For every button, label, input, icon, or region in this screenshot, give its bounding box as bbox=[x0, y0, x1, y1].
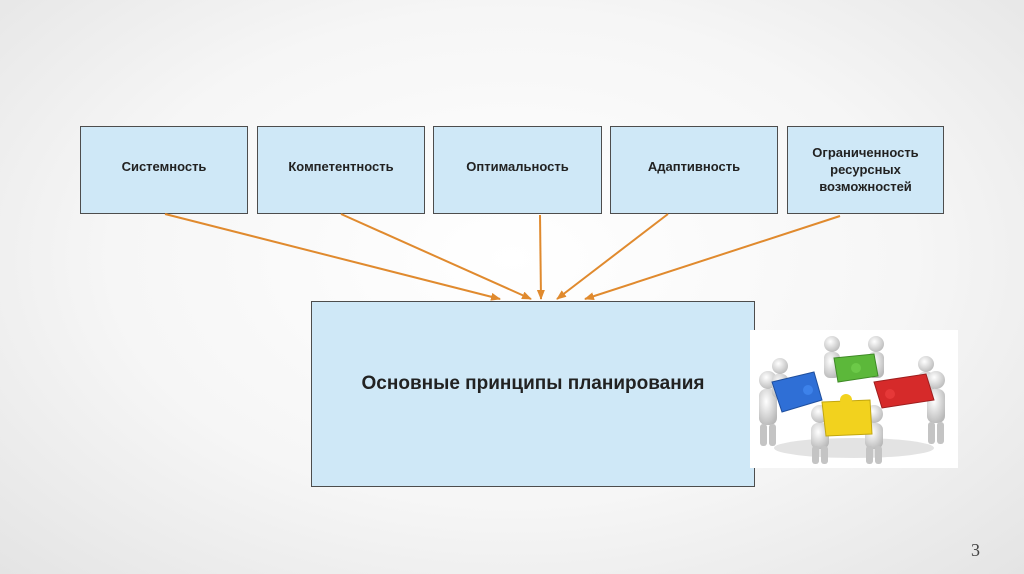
principle-label: Системность bbox=[121, 158, 207, 174]
arrow-5 bbox=[584, 215, 841, 301]
principle-label: Оптимальность bbox=[466, 158, 569, 174]
arrow-2 bbox=[340, 213, 532, 300]
red-puzzle-piece bbox=[873, 373, 935, 409]
principle-box-kompetentnost: Компетентность bbox=[257, 126, 425, 214]
principle-box-optimalnost: Оптимальность bbox=[433, 126, 602, 214]
principle-box-systemnost: Системность bbox=[80, 126, 248, 214]
main-title: Основные принципы планирования bbox=[361, 373, 705, 394]
arrow-4 bbox=[556, 213, 669, 300]
blue-puzzle-piece bbox=[771, 371, 823, 413]
principle-label: Компетентность bbox=[288, 158, 394, 174]
yellow-puzzle-piece bbox=[821, 399, 873, 437]
person-figure bbox=[927, 371, 945, 444]
slide-number: 3 bbox=[971, 540, 980, 560]
person-figure bbox=[759, 371, 777, 446]
arrow-1 bbox=[164, 213, 501, 301]
principle-box-ogranichennost: Ограниченность ресурсных возможностей bbox=[787, 126, 944, 214]
principle-label: Ограниченность ресурсных возможностей bbox=[812, 144, 919, 194]
arrow-3 bbox=[536, 214, 545, 300]
main-planning-box: Основные принципы планирования bbox=[311, 301, 755, 487]
puzzle-team-icon bbox=[750, 330, 958, 468]
principle-box-adaptivnost: Адаптивность bbox=[610, 126, 778, 214]
principle-label: Адаптивность bbox=[647, 158, 741, 174]
